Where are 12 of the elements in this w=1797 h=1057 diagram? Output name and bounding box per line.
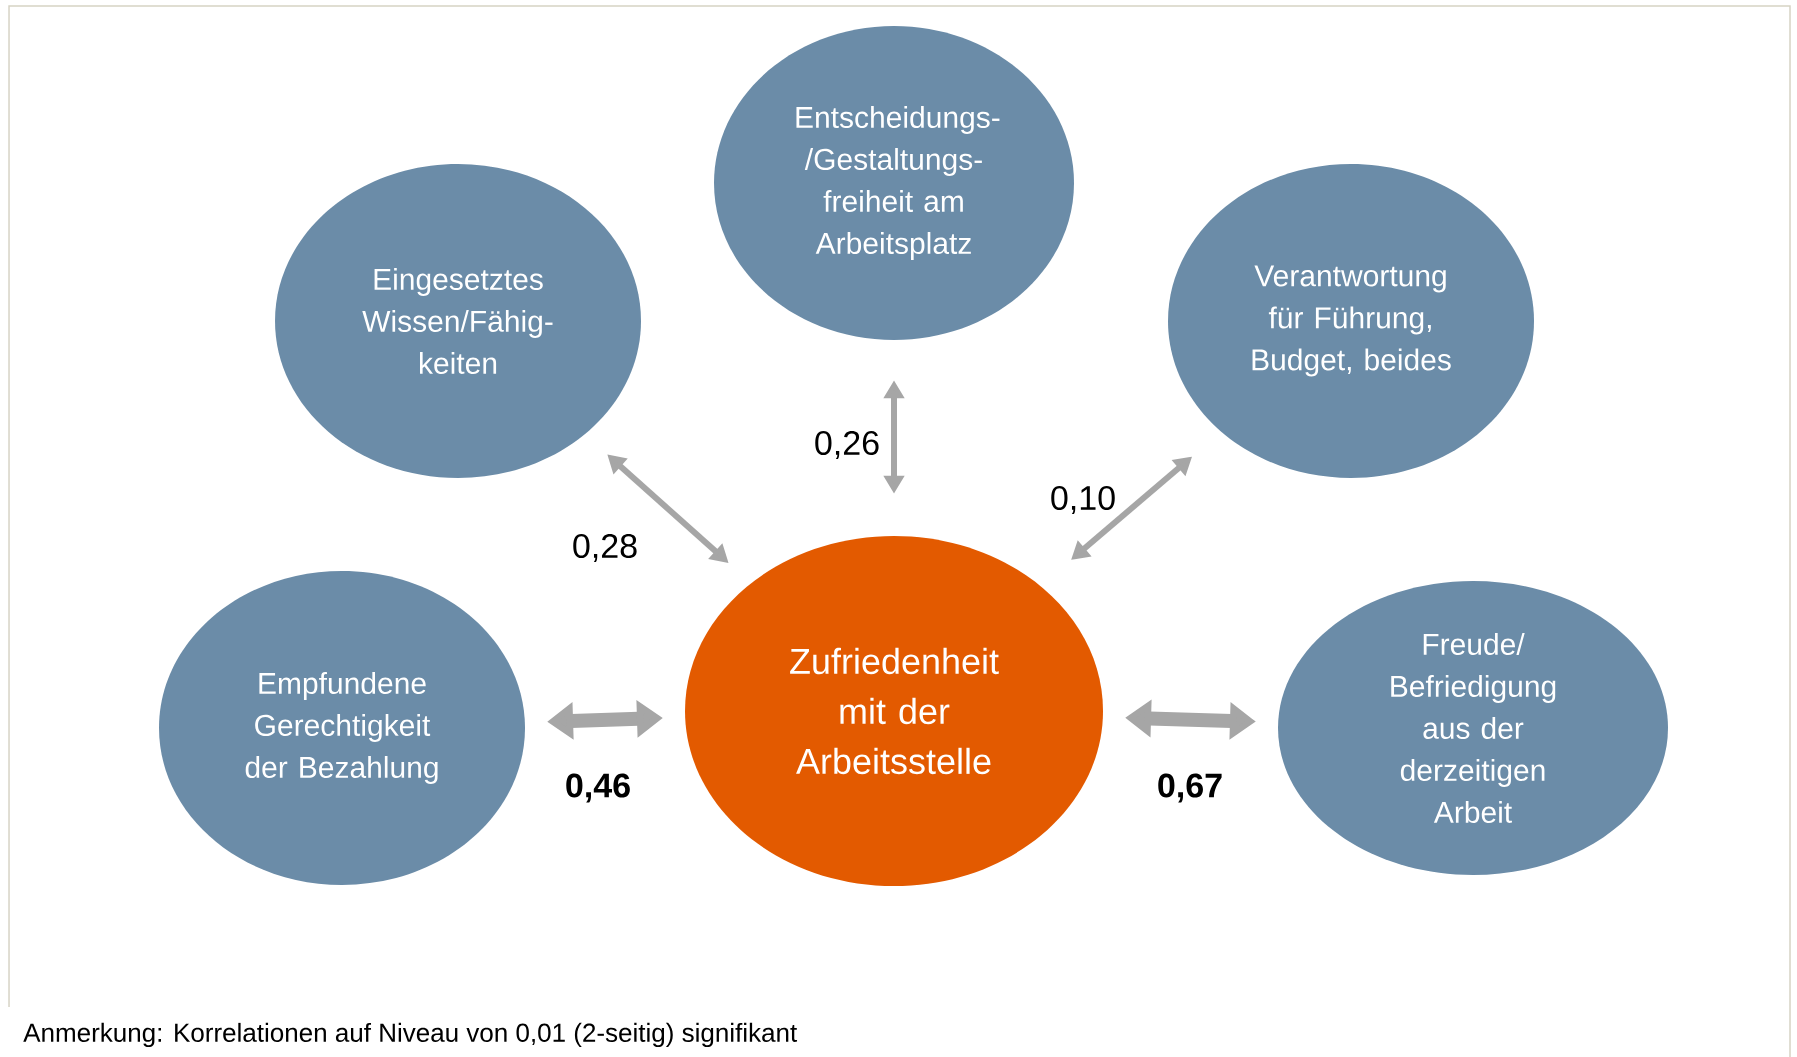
ellipse-node: Empfundene Gerechtigkeit der Bezahlung [159, 571, 525, 885]
edge-label: 0,26 [811, 428, 883, 462]
caption: Anmerkung: Korrelationen auf Niveau von 0,01 (2-seitig) signifikant [23, 1022, 798, 1048]
ellipse-node: Freude/ Befriedigung aus der derzeitigen Arbeit [1278, 581, 1668, 875]
edge-label: 0,28 [569, 531, 641, 565]
edge-label: 0,10 [1047, 483, 1119, 517]
edge-label: 0,46 [562, 771, 634, 805]
ellipse-node: Eingesetztes Wissen/Fähig- keiten [275, 164, 641, 478]
ellipse-node: Zufriedenheit mit der Arbeitsstelle [685, 536, 1103, 886]
ellipse-node: Entscheidungs- /Gestaltungs- freiheit am Arbeitsplatz [714, 26, 1074, 340]
ellipse-node: Verantwortung für Führung, Budget, beides [1168, 164, 1534, 478]
edge-label: 0,67 [1154, 771, 1226, 805]
